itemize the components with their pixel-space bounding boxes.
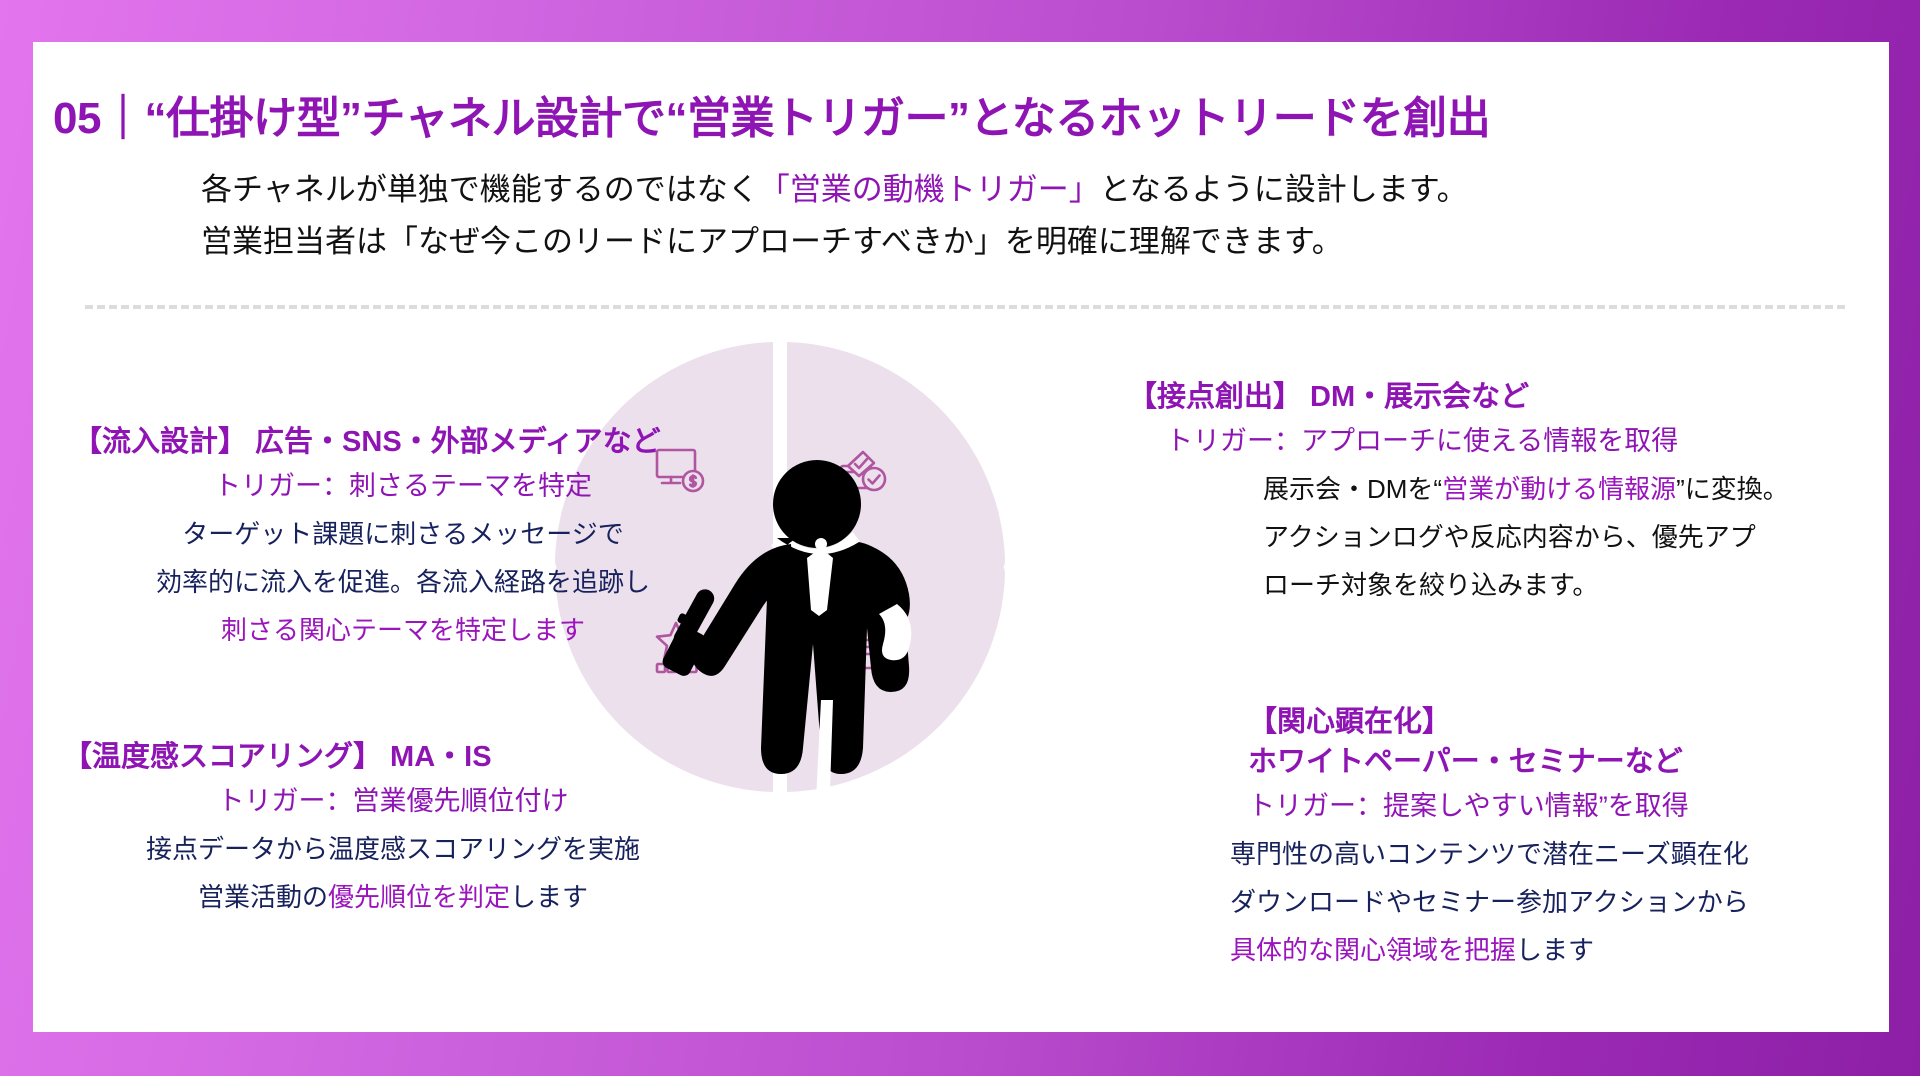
block-touchpoint-heading: 【接点創出】 DM・展示会など <box>1128 381 1530 413</box>
body-segment: します <box>510 882 589 912</box>
body-line: ローチ対象を絞り込みます。 <box>1263 561 1828 609</box>
slide-card: 05｜“仕掛け型”チャネル設計で“営業トリガー”となるホットリードを創出 各チャ… <box>33 42 1889 1032</box>
block-touchpoint-trigger: トリガー：アプローチに使える情報を取得 <box>1166 426 1679 456</box>
body-segment: 専門性の高いコンテンツで潜在ニーズ顕在化 <box>1230 839 1749 869</box>
body-segment: 接点データから温度感スコアリングを実施 <box>145 834 640 864</box>
body-segment: 展示会・DMを“ <box>1263 474 1443 504</box>
page-subtitle: 各チャネルが単独で機能するのではなく「営業の動機トリガー」となるように設計します… <box>201 164 1468 268</box>
body-segment: ダウンロードやセミナー参加アクションから <box>1230 887 1749 917</box>
block-touchpoint: 【接点創出】 DM・展示会など トリガー：アプローチに使える情報を取得 展示会・… <box>1128 377 1828 609</box>
block-inflow-body: ターゲット課題に刺さるメッセージで効率的に流入を促進。各流入経路を追跡し刺さる関… <box>73 510 733 654</box>
body-line: 専門性の高いコンテンツで潜在ニーズ顕在化 <box>1230 830 1889 878</box>
block-interest-heading-line1: 【関心顕在化】 <box>1248 706 1452 738</box>
block-scoring-heading: 【温度感スコアリング】 MA・IS <box>63 741 492 773</box>
title-number: 05 <box>53 94 101 143</box>
body-line: 展示会・DMを“営業が動ける情報源”に変換。 <box>1263 465 1828 513</box>
body-line: 営業活動の優先順位を判定します <box>63 873 723 921</box>
body-segment: 優先順位を判定 <box>327 882 510 912</box>
header-divider <box>85 305 1845 309</box>
body-segment: します <box>1516 935 1595 965</box>
body-line: 効率的に流入を促進。各流入経路を追跡し <box>73 558 733 606</box>
title-separator: ｜ <box>100 94 145 143</box>
block-scoring: 【温度感スコアリング】 MA・IS トリガー：営業優先順位付け 接点データから温… <box>63 737 723 921</box>
block-inflow-heading: 【流入設計】 広告・SNS・外部メディアなど <box>73 426 661 458</box>
block-inflow-trigger: トリガー：刺さるテーマを特定 <box>214 471 592 501</box>
block-inflow: 【流入設計】 広告・SNS・外部メディアなど トリガー：刺さるテーマを特定 ター… <box>73 422 733 654</box>
block-touchpoint-body: 展示会・DMを“営業が動ける情報源”に変換。アクションログや反応内容から、優先ア… <box>1263 465 1828 609</box>
body-segment: アクションログや反応内容から、優先アプ <box>1263 522 1756 552</box>
body-segment: 効率的に流入を促進。各流入経路を追跡し <box>155 567 650 597</box>
body-segment: 具体的な関心領域を把握 <box>1230 935 1517 965</box>
block-interest-body: 専門性の高いコンテンツで潜在ニーズ顕在化ダウンロードやセミナー参加アクションから… <box>1230 830 1889 974</box>
body-segment: ローチ対象を絞り込みます。 <box>1263 570 1599 600</box>
businessman-silhouette <box>662 460 912 802</box>
subtitle-line1-part-b: となるように設計します。 <box>1099 172 1468 207</box>
body-segment: ターゲット課題に刺さるメッセージで <box>182 519 624 549</box>
body-segment: 営業が動ける情報源 <box>1442 474 1677 504</box>
monitor-dollar-icon <box>655 448 705 493</box>
body-segment: ”に変換。 <box>1676 474 1789 504</box>
block-interest-heading-line2: ホワイトペーパー・セミナーなど <box>1248 746 1683 778</box>
block-scoring-trigger: トリガー：営業優先順位付け <box>217 786 569 816</box>
body-line: ターゲット課題に刺さるメッセージで <box>73 510 733 558</box>
body-segment: 営業活動の <box>197 882 328 912</box>
subtitle-line-1: 各チャネルが単独で機能するのではなく「営業の動機トリガー」となるように設計します… <box>201 164 1468 216</box>
wheel-quadrant-top-left <box>555 342 773 572</box>
subtitle-line1-part-a: 各チャネルが単独で機能するのではなく <box>201 172 759 207</box>
block-interest-trigger: トリガー：提案しやすい情報”を取得 <box>1248 791 1689 821</box>
block-interest: 【関心顕在化】 ホワイトペーパー・セミナーなど トリガー：提案しやすい情報”を取… <box>1230 702 1889 974</box>
body-line: 刺さる関心テーマを特定します <box>73 606 733 654</box>
body-line: ダウンロードやセミナー参加アクションから <box>1230 878 1889 926</box>
center-wheel-graphic <box>545 332 1015 802</box>
title-text: “仕掛け型”チャネル設計で“営業トリガー”となるホットリードを創出 <box>144 94 1491 143</box>
body-segment: 刺さる関心テーマを特定します <box>220 615 585 645</box>
block-scoring-body: 接点データから温度感スコアリングを実施営業活動の優先順位を判定します <box>63 825 723 921</box>
body-line: アクションログや反応内容から、優先アプ <box>1263 513 1828 561</box>
subtitle-line1-highlight: 「営業の動機トリガー」 <box>758 172 1100 207</box>
body-line: 接点データから温度感スコアリングを実施 <box>63 825 723 873</box>
page-title: 05｜“仕掛け型”チャネル設計で“営業トリガー”となるホットリードを創出 <box>53 82 1491 146</box>
body-line: 具体的な関心領域を把握します <box>1230 926 1889 974</box>
subtitle-line-2: 営業担当者は「なぜ今このリードにアプローチすべきか」を明確に理解できます。 <box>201 224 1343 259</box>
